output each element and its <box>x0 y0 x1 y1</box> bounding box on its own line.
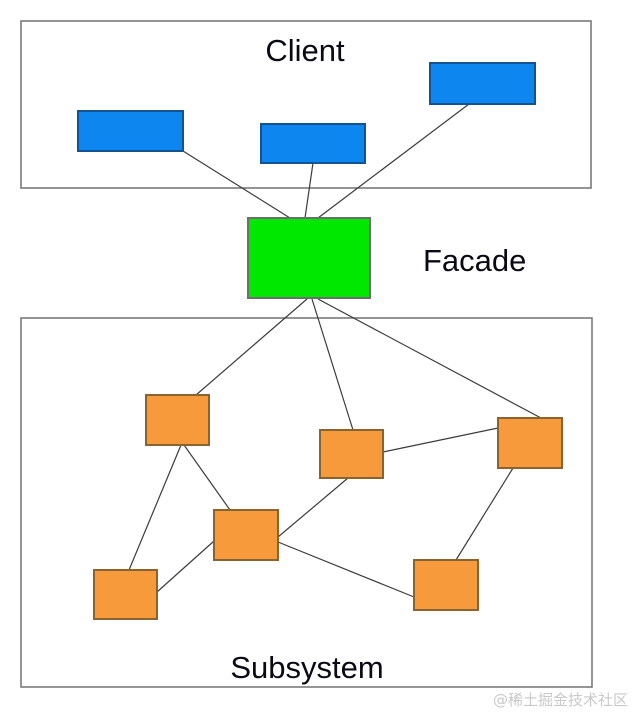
facade-node[interactable] <box>247 217 371 299</box>
subsystem-node-2[interactable] <box>319 429 384 479</box>
client-node-1[interactable] <box>77 110 184 152</box>
subsystem-nodes-layer <box>93 394 563 620</box>
watermark-label: @稀土掘金技术社区 <box>493 691 628 709</box>
edge-sub1-sub4 <box>183 444 231 511</box>
edge-client1-facade <box>182 150 291 219</box>
edge-sub2-sub4 <box>277 477 349 538</box>
watermark: @稀土掘金技术社区 <box>493 691 628 709</box>
connectors-layer <box>128 103 542 598</box>
edge-sub4-sub6 <box>277 541 415 598</box>
client-nodes-layer <box>77 62 536 164</box>
subsystem-node-6[interactable] <box>413 559 479 611</box>
edge-facade-sub3 <box>317 298 542 419</box>
edge-client2-facade <box>304 162 314 219</box>
client-label: Client <box>265 33 345 68</box>
client-node-2[interactable] <box>260 123 366 164</box>
edge-sub2-sub3 <box>382 427 499 453</box>
facade-label: Facade <box>423 243 526 278</box>
subsystem-node-3[interactable] <box>497 417 563 469</box>
edge-sub3-sub6 <box>455 467 514 561</box>
facade-node-layer <box>247 217 371 299</box>
edge-facade-sub1 <box>195 298 308 396</box>
edge-sub1-sub5 <box>128 444 182 571</box>
labels-layer: Client Facade Subsystem <box>230 33 526 685</box>
client-node-3[interactable] <box>429 62 536 105</box>
edge-sub4-sub5 <box>156 540 215 593</box>
subsystem-node-5[interactable] <box>93 569 158 620</box>
edge-facade-sub2 <box>311 298 354 431</box>
subsystem-container <box>20 317 593 688</box>
subsystem-label: Subsystem <box>230 650 383 685</box>
subsystem-node-1[interactable] <box>145 394 210 446</box>
edge-client3-facade <box>317 103 470 219</box>
subsystem-node-4[interactable] <box>213 509 279 561</box>
